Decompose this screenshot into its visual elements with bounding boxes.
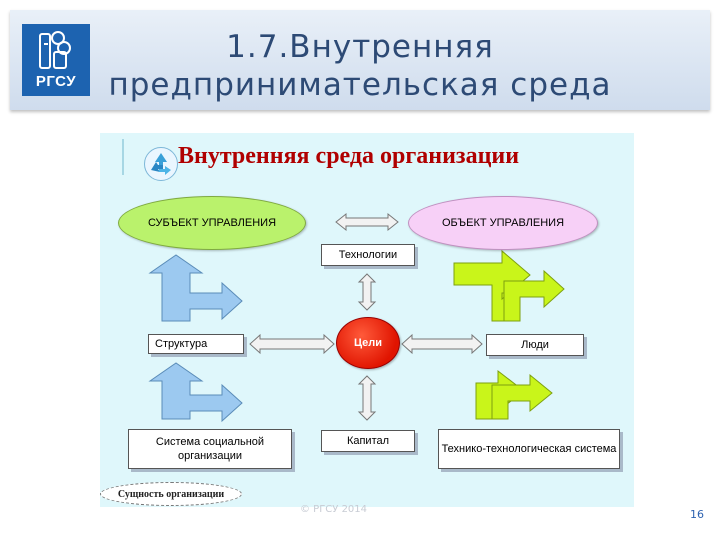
logo-emblem-icon — [39, 31, 71, 69]
tech-system-box: Технико-технологическая система — [438, 429, 620, 469]
double-arrow-top-icon — [335, 212, 399, 232]
diagram-arrows — [148, 212, 565, 423]
footer-copyright: © РГСУ 2014 — [300, 504, 368, 515]
capital-box: Капитал — [321, 430, 415, 452]
double-arrow-lower-vertical-icon — [357, 375, 377, 421]
diagram-title: Внутренняя среда организации — [178, 143, 520, 169]
university-logo: РГСУ — [22, 24, 90, 96]
green-bent-arrow-lower-icon — [475, 369, 553, 420]
double-arrow-upper-vertical-icon — [357, 273, 377, 311]
essence-of-organization: Сущность организации — [100, 482, 242, 506]
green-bent-arrow-upper-icon — [453, 249, 565, 322]
technology-box: Технологии — [321, 244, 415, 266]
slide-title-line-2: предпринимательская среда — [108, 67, 612, 103]
blue-bent-arrow-lower-icon — [148, 362, 243, 423]
people-box: Люди — [486, 334, 584, 356]
header-bar — [10, 10, 710, 110]
double-arrow-left-icon — [249, 333, 335, 355]
double-arrow-right-icon — [401, 333, 483, 355]
slide-title-line-1: 1.7.Внутренняя — [226, 29, 494, 65]
structure-box: Структура — [148, 334, 244, 354]
slide-title: 1.7.Внутренняя предпринимательская среда — [70, 28, 650, 104]
social-system-box: Система социальной организации — [128, 429, 292, 469]
goals-circle: Цели — [336, 317, 400, 369]
blue-bent-arrow-upper-icon — [148, 254, 243, 322]
logo-text: РГСУ — [35, 73, 77, 90]
object-of-management: ОБЪЕКТ УПРАВЛЕНИЯ — [408, 196, 598, 250]
subject-of-management: СУБЪЕКТ УПРАВЛЕНИЯ — [118, 196, 306, 250]
diagram-panel: Внутренняя среда организации — [100, 133, 634, 507]
recycle-icon — [144, 147, 178, 181]
diagram-title-bar — [122, 139, 632, 175]
page-number: 16 — [690, 508, 704, 521]
